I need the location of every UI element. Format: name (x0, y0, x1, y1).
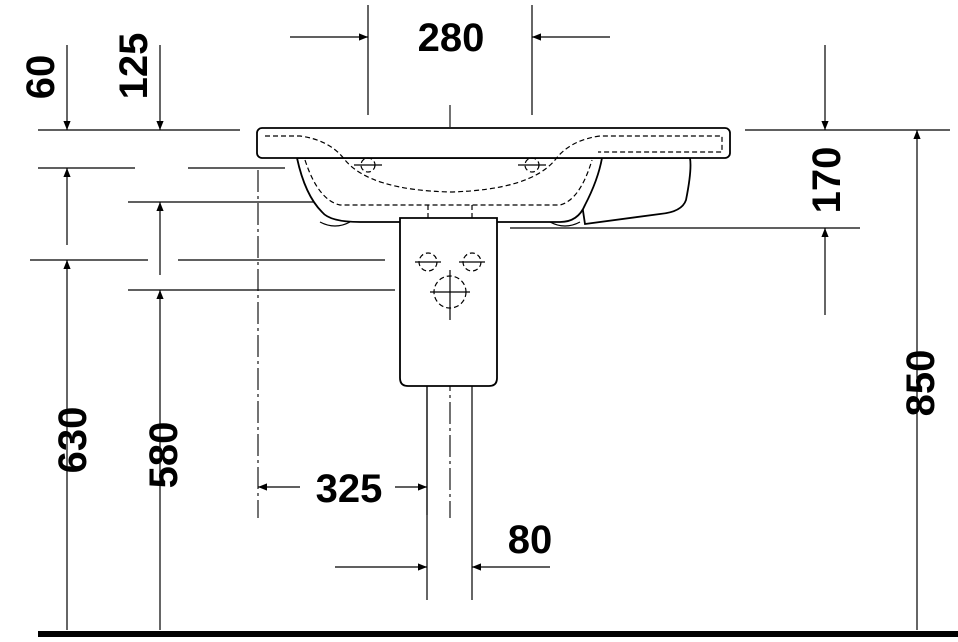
floor-line (38, 631, 958, 637)
dim-850: 850 (899, 350, 943, 417)
dim-125: 125 (112, 33, 156, 100)
dim-630: 630 (51, 407, 95, 474)
washbasin (256, 127, 731, 227)
dim-170: 170 (805, 147, 849, 214)
dim-60: 60 (19, 55, 63, 100)
dim-325: 325 (316, 467, 383, 511)
pedestal (399, 217, 498, 387)
dim-80: 80 (508, 518, 553, 562)
dim-280: 280 (418, 16, 485, 60)
dimension-arrows (63, 33, 921, 630)
dim-580: 580 (142, 422, 186, 489)
